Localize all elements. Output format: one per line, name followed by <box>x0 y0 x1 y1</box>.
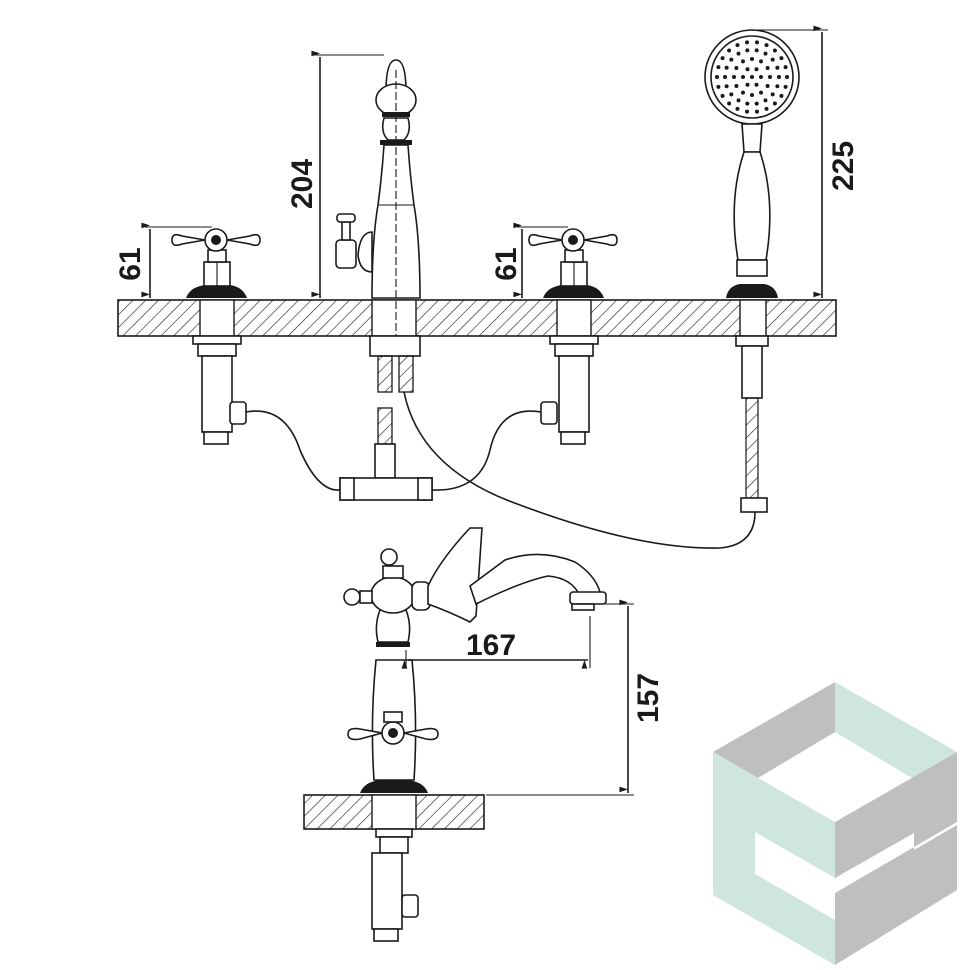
shower-nozzle-dot <box>745 82 750 87</box>
shower-nozzle-dot <box>775 65 780 70</box>
dimension-shower-height: 225 <box>827 141 860 191</box>
shower-nozzle-dot <box>736 98 741 103</box>
shower-nozzle-dot <box>754 48 759 53</box>
brand-logo <box>713 682 957 965</box>
shower-nozzle-dot <box>741 59 745 64</box>
hand-shower <box>704 29 800 513</box>
left-cross-handle-valve <box>171 228 261 445</box>
shower-nozzle-dot <box>750 93 754 97</box>
shower-nozzle-dot <box>727 101 732 106</box>
shower-nozzle-dot <box>716 65 721 70</box>
shower-nozzle-dot <box>754 101 759 106</box>
shower-nozzle-dot <box>783 84 788 89</box>
shower-nozzle-dot <box>716 84 721 89</box>
shower-nozzle-dot <box>745 101 750 106</box>
shower-nozzle-dot <box>754 40 759 45</box>
shower-nozzle-dot <box>770 57 775 62</box>
right-cross-handle-valve <box>528 228 618 445</box>
shower-nozzle-dot <box>736 51 741 56</box>
shower-nozzle-dot <box>724 65 729 70</box>
shower-nozzle-dot <box>734 66 739 70</box>
shower-nozzle-dot <box>777 75 781 79</box>
shower-nozzle-dot <box>785 75 789 79</box>
shower-nozzle-dot <box>745 48 750 53</box>
shower-nozzle-dot <box>779 56 784 61</box>
t-connector <box>339 407 433 501</box>
center-spout <box>335 59 421 393</box>
shower-nozzle-dot <box>759 90 763 95</box>
hoses <box>245 391 756 549</box>
side-view-faucet <box>303 527 607 942</box>
shower-nozzle-dot <box>750 57 754 61</box>
dimension-spout-reach: 167 <box>466 629 516 662</box>
shower-nozzle-dot <box>770 92 775 97</box>
shower-nozzle-dot <box>775 84 780 89</box>
dimension-right-handle: 61 <box>490 247 523 280</box>
dimension-spout-height: 204 <box>286 159 319 209</box>
shower-nozzle-dot <box>754 82 759 87</box>
shower-nozzle-dot <box>745 109 750 114</box>
shower-nozzle-dot <box>754 67 759 72</box>
shower-nozzle-dot <box>734 84 739 88</box>
shower-nozzle-dot <box>764 43 769 48</box>
shower-nozzle-dot <box>727 48 732 53</box>
shower-nozzle-dot <box>732 75 736 79</box>
shower-nozzle-dot <box>735 106 740 111</box>
dimension-left-handle: 61 <box>114 247 147 280</box>
shower-nozzle-dot <box>729 92 734 97</box>
shower-nozzle-dot <box>720 93 725 98</box>
shower-nozzle-dot <box>724 84 729 89</box>
shower-nozzle-dot <box>765 84 770 88</box>
shower-nozzle-dot <box>765 66 770 70</box>
shower-nozzle-dot <box>754 109 759 114</box>
dimension-outlet-height: 157 <box>632 673 665 723</box>
shower-nozzle-dot <box>723 75 727 79</box>
shower-nozzle-dot <box>759 59 763 64</box>
shower-nozzle-dot <box>772 101 777 106</box>
countertop-section <box>117 299 837 337</box>
shower-nozzle-dot <box>779 93 784 98</box>
shower-nozzle-dot <box>715 75 719 79</box>
shower-nozzle-dot <box>729 57 734 62</box>
shower-nozzle-dot <box>763 98 768 103</box>
shower-nozzle-dot <box>720 56 725 61</box>
shower-nozzle-dot <box>759 75 763 79</box>
shower-nozzle-dot <box>772 48 777 53</box>
shower-nozzle-dot <box>783 65 788 70</box>
shower-nozzle-dot <box>741 90 745 95</box>
shower-nozzle-dot <box>735 43 740 48</box>
shower-nozzle-dot <box>750 75 754 79</box>
shower-nozzle-dot <box>745 67 750 72</box>
shower-nozzle-dot <box>768 75 772 79</box>
shower-nozzle-dot <box>741 75 745 79</box>
shower-nozzle-dot <box>764 106 769 111</box>
dimension-lines <box>141 25 828 796</box>
shower-nozzle-dot <box>763 51 768 56</box>
shower-nozzle-dot <box>745 40 750 45</box>
